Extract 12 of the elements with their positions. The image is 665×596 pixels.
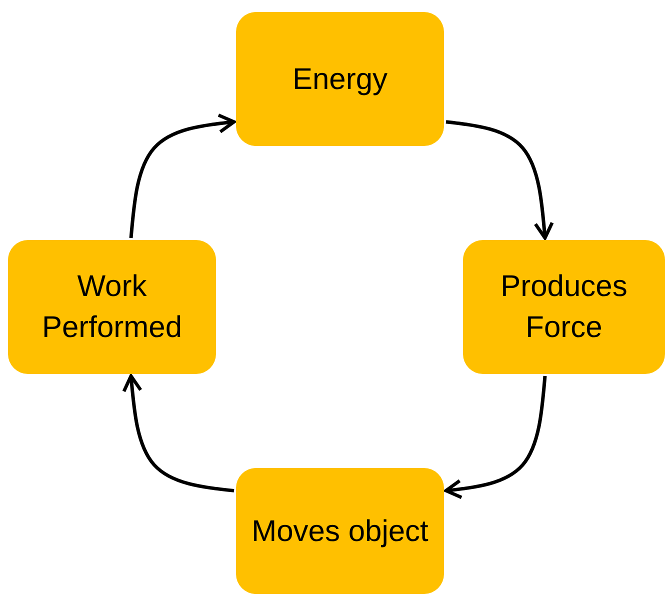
node-label: Energy: [292, 62, 388, 98]
process-box: [236, 12, 444, 146]
curved-arrow: [444, 376, 547, 500]
curved-arrow: [122, 374, 234, 492]
node-label: Produces Force: [500, 269, 628, 346]
process-box: [463, 240, 665, 374]
curved-arrow: [446, 120, 554, 240]
process-box: [8, 240, 216, 374]
node-label: Work Performed: [40, 269, 184, 346]
curved-arrow: [129, 113, 236, 238]
process-box: [236, 468, 444, 594]
node-label: Moves object: [252, 514, 428, 550]
